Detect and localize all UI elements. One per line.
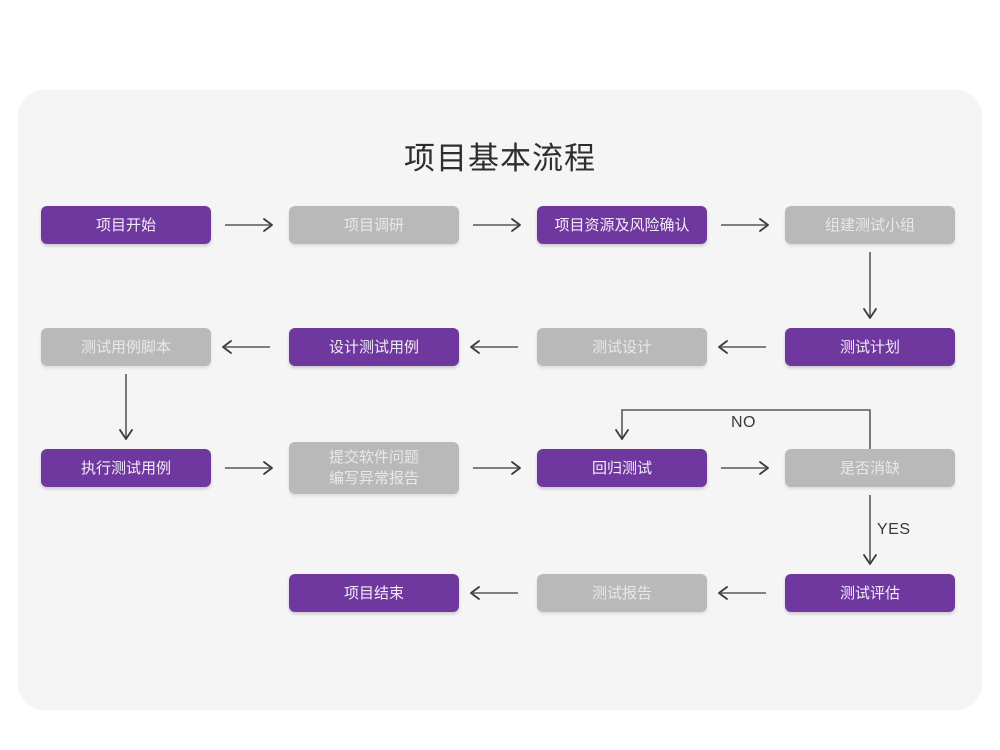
node-execute[interactable]: 执行测试用例 [41,449,211,487]
diagram-panel [18,90,982,710]
node-report-bug[interactable]: 提交软件问题 编写异常报告 [289,442,459,494]
node-evaluate[interactable]: 测试评估 [785,574,955,612]
node-team[interactable]: 组建测试小组 [785,206,955,244]
node-end[interactable]: 项目结束 [289,574,459,612]
edge-label-no: NO [731,414,756,431]
edge-label-yes: YES [877,521,911,538]
node-test-report[interactable]: 测试报告 [537,574,707,612]
node-research[interactable]: 项目调研 [289,206,459,244]
node-resource[interactable]: 项目资源及风险确认 [537,206,707,244]
node-design-case[interactable]: 设计测试用例 [289,328,459,366]
node-regression[interactable]: 回归测试 [537,449,707,487]
node-test-design[interactable]: 测试设计 [537,328,707,366]
node-script[interactable]: 测试用例脚本 [41,328,211,366]
page-title: 项目基本流程 [404,141,596,176]
node-defect-check[interactable]: 是否消缺 [785,449,955,487]
node-start[interactable]: 项目开始 [41,206,211,244]
node-test-plan[interactable]: 测试计划 [785,328,955,366]
